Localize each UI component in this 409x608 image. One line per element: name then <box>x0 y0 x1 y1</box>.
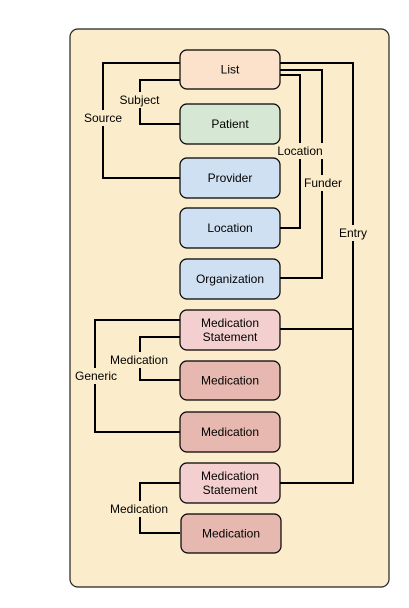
node-box <box>180 513 282 554</box>
node-label: Medication <box>201 374 259 388</box>
edge-label-medication-b: Medication <box>108 501 170 517</box>
node-organization: Organization <box>179 258 281 300</box>
node-label: Statement <box>203 483 258 497</box>
node-label: Medication <box>201 425 259 439</box>
node-patient: Patient <box>179 103 281 145</box>
svg-text:Entry: Entry <box>339 226 367 240</box>
node-box <box>179 103 281 145</box>
svg-text:Subject: Subject <box>119 93 160 107</box>
node-label: Medication <box>202 527 260 541</box>
node-box <box>179 157 281 199</box>
node-box <box>179 309 281 351</box>
node-box <box>179 207 281 249</box>
edge-labels: Subject Source Location Funder Entry Med… <box>73 92 369 517</box>
diagram-container <box>69 28 390 588</box>
node-label: Medication <box>201 316 259 330</box>
svg-text:Generic: Generic <box>75 369 117 383</box>
node-label: Location <box>207 221 252 235</box>
edge-funder <box>280 69 323 279</box>
node-list: List <box>179 49 281 90</box>
edge-label-source: Source <box>81 110 125 126</box>
edge-label-entry: Entry <box>337 225 369 241</box>
edge-label-generic: Generic <box>73 368 119 384</box>
svg-text:Location: Location <box>277 144 322 158</box>
node-box <box>179 49 281 90</box>
node-box <box>179 360 281 401</box>
node-label: Organization <box>196 272 264 286</box>
svg-text:Medication: Medication <box>110 353 168 367</box>
node-box <box>179 411 281 453</box>
node-label: Patient <box>211 117 249 131</box>
node-label: Medication <box>201 469 259 483</box>
svg-text:Funder: Funder <box>304 176 342 190</box>
node-box <box>179 258 281 300</box>
node-medication3: Medication <box>180 513 282 554</box>
nodes: ListPatientProviderLocationOrganizationM… <box>179 49 282 554</box>
svg-text:Source: Source <box>84 111 122 125</box>
node-label: Provider <box>208 171 253 185</box>
node-location: Location <box>179 207 281 249</box>
edge-label-location: Location <box>276 143 324 159</box>
node-label: Statement <box>203 330 258 344</box>
node-medication2: Medication <box>179 411 281 453</box>
svg-text:Medication: Medication <box>110 502 168 516</box>
edge-label-medication-a: Medication <box>108 352 170 368</box>
edge-entry <box>280 62 354 484</box>
node-provider: Provider <box>179 157 281 199</box>
node-medication1: Medication <box>179 360 281 401</box>
edge-label-subject: Subject <box>117 92 162 108</box>
node-box <box>179 462 281 504</box>
edge-label-funder: Funder <box>302 175 344 191</box>
node-label: List <box>221 63 240 77</box>
